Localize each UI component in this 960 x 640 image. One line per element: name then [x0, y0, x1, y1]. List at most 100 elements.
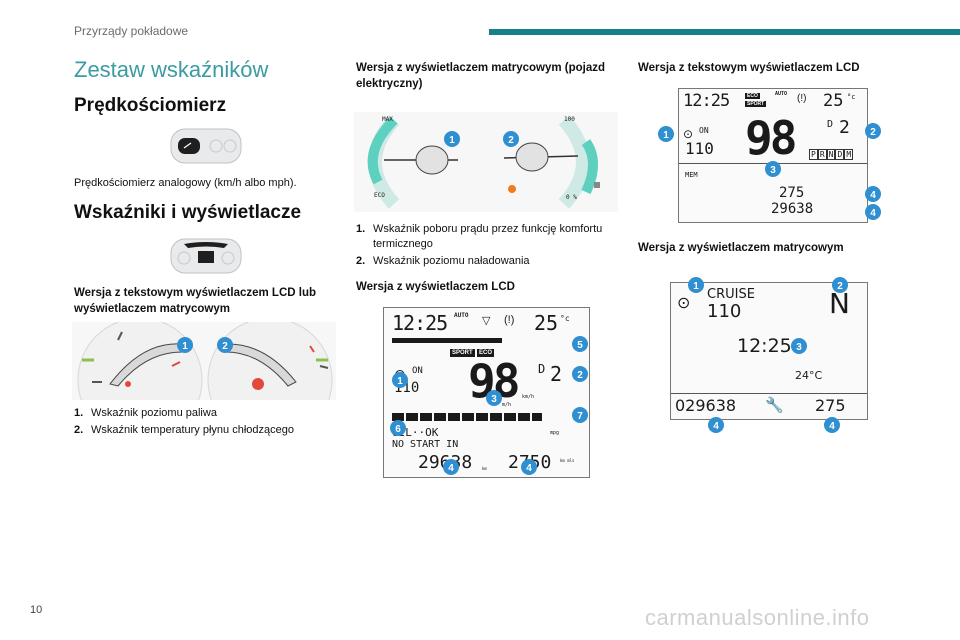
callout-4: 4: [443, 459, 459, 475]
ev-items-list: 1. Wskaźnik poboru prądu przez funkcję k…: [356, 222, 606, 271]
callout-4: 4: [865, 204, 881, 220]
gear-item: P: [809, 149, 818, 160]
matrix-temp: 24°C: [795, 369, 823, 382]
callout-6: 6: [390, 420, 406, 436]
page-title: Zestaw wskaźników: [74, 57, 269, 82]
fuel-temp-gauges-image: [72, 322, 336, 400]
svg-text:4: 4: [870, 190, 876, 201]
text-lcd-speed: 98: [745, 111, 797, 165]
lcd-on-label: ON: [412, 366, 423, 376]
lcd-range-units: km mls: [560, 458, 575, 463]
text-lcd-mem-label: MEM: [685, 171, 698, 179]
callout-2: 2: [572, 366, 588, 382]
text-lcd-display: 12:25 ECO SPORT AUTO (!) 25 °c ⊙ ON 110 …: [678, 88, 868, 223]
wiper-icon: ▽: [482, 315, 491, 327]
matrix-gear: N: [829, 287, 850, 320]
callout-3: 3: [765, 161, 781, 177]
lcd-temp: 25: [534, 311, 559, 335]
svg-text:4: 4: [870, 208, 876, 219]
text-lcd-sport-badge: SPORT: [745, 101, 767, 107]
callout-7: 7: [572, 407, 588, 423]
callout-3: 3: [486, 390, 502, 406]
svg-text:5: 5: [577, 340, 583, 351]
text-lcd-auto-label: AUTO: [775, 91, 788, 97]
ev-zero-label: 0 %: [566, 194, 577, 201]
lcd-gear-prefix: D: [538, 362, 546, 376]
list-item: 1. Wskaźnik poziomu paliwa: [74, 406, 344, 421]
text-lcd-odometer: 29638: [771, 201, 814, 217]
lcd-speed-unit: km/h: [522, 394, 535, 400]
svg-text:2: 2: [222, 341, 228, 352]
list-item: 2. Wskaźnik poziomu naładowania: [356, 254, 606, 269]
lcd-sport-badge: SPORT: [450, 349, 475, 357]
matrix-cruise-value: 110: [707, 301, 742, 322]
list-number: 2.: [74, 424, 84, 436]
gauge-items-list: 1. Wskaźnik poziomu paliwa 2. Wskaźnik t…: [74, 406, 344, 440]
callout-2: 2: [865, 123, 881, 139]
ev-eco-label: ECO: [374, 192, 385, 199]
text-lcd-cruise-value: 110: [685, 139, 714, 158]
matrix-odometer: 029638: [675, 396, 737, 415]
matrix-heading: Wersja z wyświetlaczem matrycowym: [638, 242, 844, 254]
callout-2: 2: [503, 131, 519, 147]
lcd-message-2: NO START IN: [392, 439, 459, 450]
text-lcd-gear: 2: [839, 117, 850, 138]
lcd-odometer-unit: km: [482, 466, 487, 471]
svg-text:2: 2: [508, 135, 514, 146]
matrix-display: ⊙ CRUISE 110 N 12:25 24°C 029638 🔧 275: [670, 282, 868, 420]
svg-text:1: 1: [449, 135, 455, 146]
watermark: carmanualsonline.info: [645, 605, 870, 630]
lcd-segment-bar: [392, 413, 542, 421]
ev-max-label: MAX: [382, 116, 393, 123]
text-lcd-range: 275: [779, 185, 805, 201]
callout-4: 4: [521, 459, 537, 475]
matrix-cruise-label: CRUISE: [707, 287, 755, 302]
speedometer-heading: Prędkościomierz: [74, 95, 227, 116]
list-number: 1.: [356, 223, 366, 235]
speedometer-caption: Prędkościomierz analogowy (km/h albo mph…: [74, 177, 297, 189]
brake-warning-icon: (!): [797, 93, 807, 104]
svg-text:3: 3: [491, 394, 497, 405]
list-number: 1.: [74, 407, 84, 419]
gear-item: N: [826, 149, 836, 160]
lcd-auto-label: AUTO: [454, 312, 469, 319]
header-accent-bar: [489, 29, 960, 35]
svg-text:4: 4: [448, 463, 454, 474]
text-lcd-on-label: ON: [699, 126, 709, 135]
lcd-heading: Wersja z wyświetlaczem LCD: [356, 281, 515, 293]
matrix-time: 12:25: [737, 335, 792, 357]
text-lcd-temp: 25: [823, 91, 844, 111]
svg-text:1: 1: [397, 376, 403, 387]
lcd-temp-unit: °c: [560, 314, 570, 323]
wrench-icon: 🔧: [765, 397, 784, 414]
svg-text:1: 1: [693, 281, 699, 292]
text-lcd-time: 12:25: [683, 91, 730, 111]
speed-limiter-icon: ⊙: [677, 295, 691, 312]
matrix-range: 275: [815, 396, 846, 415]
ev-heading: Wersja z wyświetlaczem matrycowym (pojaz…: [356, 62, 606, 90]
text-lcd-gear-prefix: D: [827, 119, 834, 130]
indicators-image: [170, 238, 242, 274]
list-text: Wskaźnik temperatury płynu chłodzącego: [91, 424, 294, 436]
page-number: 10: [30, 604, 43, 616]
callout-4: 4: [824, 417, 840, 433]
callout-1: 1: [392, 372, 408, 388]
svg-text:4: 4: [713, 421, 719, 432]
gear-item: M: [844, 149, 854, 160]
list-text: Wskaźnik poziomu naładowania: [373, 255, 530, 267]
svg-text:3: 3: [796, 342, 802, 353]
svg-text:3: 3: [770, 165, 776, 176]
gear-item: D: [835, 149, 845, 160]
callout-2: 2: [832, 277, 848, 293]
callout-1: 1: [688, 277, 704, 293]
divider: [671, 393, 867, 394]
callout-5: 5: [572, 336, 588, 352]
section-header: Przyrządy pokładowe: [74, 24, 189, 38]
speedometer-image: [170, 128, 242, 164]
svg-text:6: 6: [395, 424, 401, 435]
lcd-speed-unit-2: m/h: [502, 402, 512, 408]
svg-text:7: 7: [577, 411, 583, 422]
svg-text:1: 1: [663, 130, 669, 141]
ev-gauges-image: [354, 112, 618, 212]
svg-text:4: 4: [526, 463, 532, 474]
